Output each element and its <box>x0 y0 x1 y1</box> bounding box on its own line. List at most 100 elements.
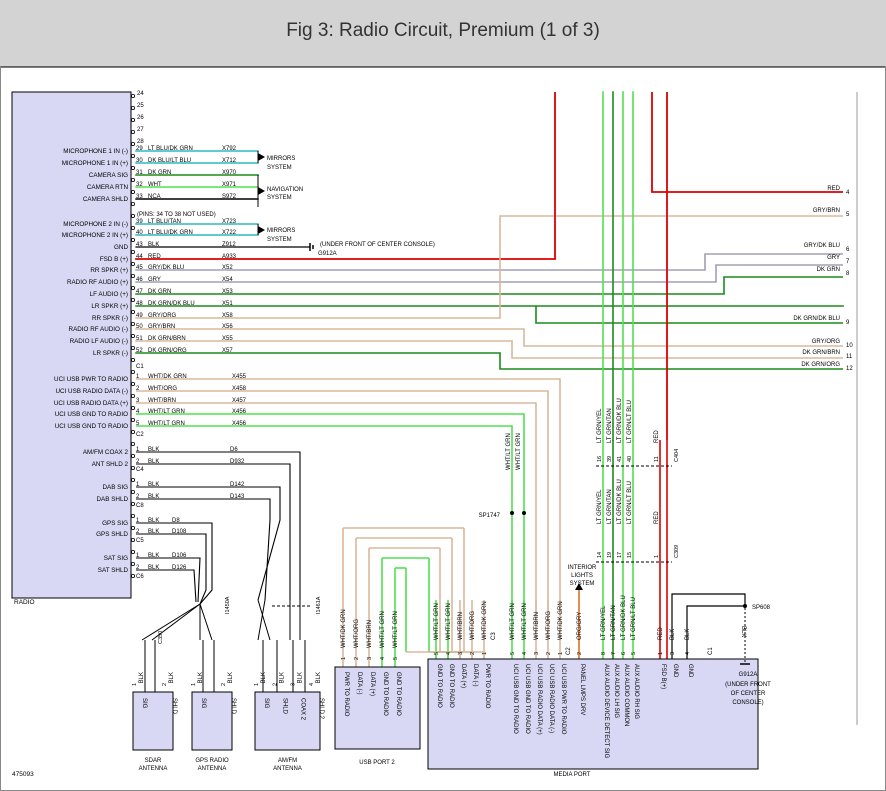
radio-pin-number: 40 <box>136 230 143 236</box>
right-wire-number: 11 <box>846 354 853 360</box>
wire-color-label: DK GRN <box>148 170 171 176</box>
antenna-box <box>132 691 174 751</box>
wire-red-to-4 <box>651 92 843 193</box>
antenna-pin-number: 1 <box>254 683 260 686</box>
inline-top-color: LT GRN/LT BLU <box>627 400 633 443</box>
media-pin-label: UCI USB GND TO RADIO <box>524 664 530 734</box>
usb2-wire-color: WHT/ORG <box>354 619 360 648</box>
radio-pin-number: 50 <box>136 324 143 330</box>
media-wire-color: WHT/ORG <box>546 611 552 640</box>
radio-pin-ring <box>130 549 135 554</box>
circuit-label: X55 <box>222 336 233 342</box>
radio-pin-ring <box>130 333 135 338</box>
figure-header: Fig 3: Radio Circuit, Premium (1 of 3) <box>0 0 886 66</box>
gps-pin-number: 2 <box>136 529 140 535</box>
antenna-pin-number: 1 <box>191 683 197 686</box>
antenna-wire-color: BLK <box>279 672 285 683</box>
media-wire-color: WHT/DK GRN <box>558 601 564 640</box>
radio-pin-ring <box>130 201 135 206</box>
wire-color-label: GRY/DK BLU <box>148 265 184 271</box>
right-wire-number: 8 <box>846 271 850 277</box>
navigation-arrow <box>258 187 265 195</box>
inline-top-color: LT GRN/YEL <box>597 408 603 443</box>
antenna-box <box>191 691 233 751</box>
dest-navigation-a: NAVIGATION <box>267 187 303 193</box>
g912a-note: CONSOLE) <box>732 700 763 706</box>
circuit-label: X58 <box>222 313 233 319</box>
usb-wire <box>136 378 561 632</box>
radio-pin-label: MICROPHONE 2 IN (-) <box>63 221 128 228</box>
usb2-pin-label: GND TO RADIO <box>382 672 388 716</box>
media-wire-color: WHT/LT GRN <box>522 603 528 640</box>
radio-pin-number: 44 <box>136 254 143 260</box>
media-connector-id: C2 <box>566 647 572 655</box>
radio-pin-label: RADIO RF AUDIO (-) <box>69 326 128 333</box>
media-wire-color: BLK <box>670 629 676 640</box>
circuit-label: X56 <box>222 324 233 330</box>
wire-to-6 <box>704 253 843 270</box>
dab-circuit: D143 <box>230 494 245 500</box>
right-wire-number: 4 <box>846 190 850 196</box>
radio-pin-label: CAMERA RTN <box>87 184 129 191</box>
sp608-dot <box>743 604 747 608</box>
radio-pin-label: LR SPKR (-) <box>93 350 128 357</box>
radio-pin-ring <box>130 513 135 518</box>
radio-pin-ring <box>130 489 135 494</box>
g912a-note: (UNDER FRONT <box>725 682 771 688</box>
inline-bottom-pin: 19 <box>607 552 613 558</box>
radio-pin-ring <box>130 166 135 171</box>
twisted-pair <box>151 603 201 641</box>
media-wire-color: LT GRN/DK BLU <box>621 595 627 640</box>
radio-pin-number: 31 <box>136 170 143 176</box>
radio-pin-number: 49 <box>136 313 143 319</box>
media-pin-label: AUX AUDIO RH SIG <box>633 664 639 719</box>
wire-color-label: LT BLU/TAN <box>148 219 181 225</box>
radio-pin-number: 39 <box>136 219 143 225</box>
media-wire-color: WHT/BRN <box>534 612 540 640</box>
usb-port-2-label: USB PORT 2 <box>359 760 395 766</box>
inline-top-pin: 41 <box>617 456 623 462</box>
sp1747-dot <box>522 511 526 515</box>
radio-pin-ring <box>130 154 135 159</box>
media-pin-number: 5 <box>434 652 440 655</box>
radio-pin-number: 30 <box>136 158 143 164</box>
gps-wire <box>136 533 207 605</box>
dab-pin-label: DAB SIG <box>102 484 128 491</box>
media-pin-number: 3 <box>458 652 464 655</box>
gps-wire-color: BLK <box>148 518 159 524</box>
wire-color-label: LT BLU/DK GRN <box>148 230 193 236</box>
radio-module <box>11 91 132 599</box>
wire-color-label: NCA <box>148 194 161 200</box>
radio-pin-ring <box>130 249 135 254</box>
right-wire-number: 6 <box>846 247 850 253</box>
unused-pin-number: 26 <box>137 115 144 121</box>
usb-wire-color: WHT/ORG <box>148 386 177 392</box>
amfm-circuit: D6 <box>230 447 238 453</box>
wire-to-8 <box>723 276 843 294</box>
right-wire-number: 7 <box>846 259 850 265</box>
media-wire-color: LT GRN/LT BLU <box>631 597 637 640</box>
right-wire-number: 12 <box>846 366 853 372</box>
radio-pin-label: MICROPHONE 1 IN (+) <box>62 160 128 167</box>
radio-pin-ring <box>130 213 135 218</box>
g912a-wire-color: BLK <box>740 626 746 637</box>
wire-to-10 <box>523 329 843 347</box>
radio-pin-label: CAMERA SHLD <box>83 196 129 203</box>
radio-pin-ring <box>130 501 135 506</box>
antenna-pin-label: COAX 2 <box>300 698 306 721</box>
media-pin-label: AUX AUDIO DEVICE DETECT SIG <box>603 664 609 759</box>
ground-id: G912A <box>318 251 337 257</box>
radio-pin-label: MICROPHONE 1 IN (-) <box>63 148 128 155</box>
radio-pin-number: 48 <box>136 301 143 307</box>
circuit-label: X54 <box>222 277 233 283</box>
usb-pin-number: 5 <box>136 421 140 427</box>
wire-color-label: GRY <box>148 277 161 283</box>
interior-lights-label: INTERIOR <box>568 565 597 571</box>
figure-title: Fig 3: Radio Circuit, Premium (1 of 3) <box>286 20 600 41</box>
right-wire-color: DK GRN/BRN <box>802 350 840 356</box>
media-pin-label: AUX AUDIO COMMON <box>623 664 629 726</box>
antenna-pin-number: 4 <box>309 683 315 686</box>
radio-pin-ring <box>130 393 135 398</box>
usb2-pin-number: 4 <box>380 657 386 660</box>
dest-mirrors-1-a: MIRRORS <box>267 156 295 162</box>
